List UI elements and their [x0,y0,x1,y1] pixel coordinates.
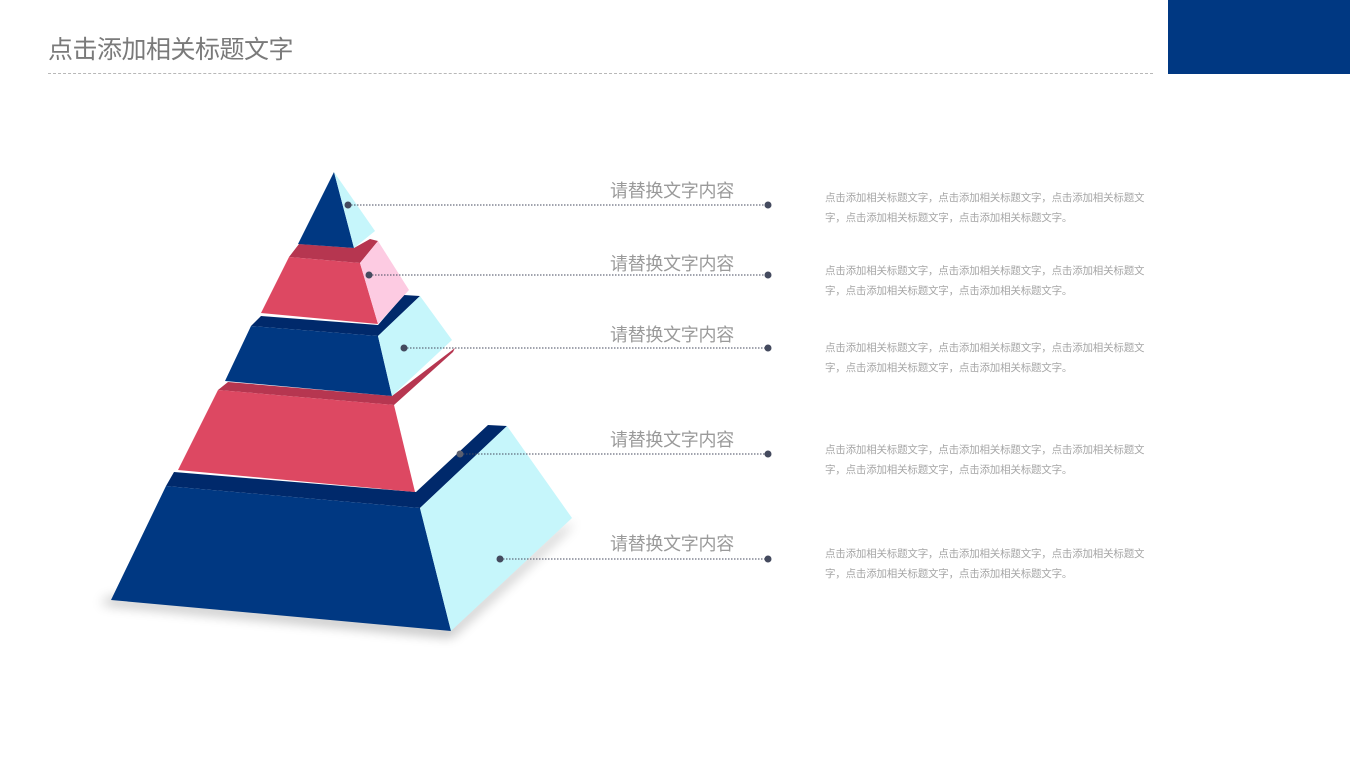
corner-accent-block [1168,0,1350,74]
layer-3-front-face [225,326,392,396]
connector-3-start-dot [400,344,408,352]
layer-3-side-face [378,296,452,396]
row-3-description[interactable]: 点击添加相关标题文字，点击添加相关标题文字，点击添加相关标题文字，点击添加相关标… [825,342,1145,374]
connector-4-start-dot [456,450,464,458]
connector-5-start-dot [496,555,504,563]
row-1-description[interactable]: 点击添加相关标题文字，点击添加相关标题文字，点击添加相关标题文字，点击添加相关标… [825,192,1145,224]
row-4-label[interactable]: 请替换文字内容 [610,430,734,451]
connector-1-end-dot [764,201,772,209]
connector-1 [344,201,772,209]
connector-3 [400,344,772,352]
connector-4-end-dot [764,450,772,458]
row-5-description[interactable]: 点击添加相关标题文字，点击添加相关标题文字，点击添加相关标题文字，点击添加相关标… [825,548,1145,580]
connector-2-start-dot [365,271,373,279]
connector-4 [456,450,772,458]
pyramid-layer-3[interactable] [225,295,452,396]
connector-2 [365,271,772,279]
pyramid-layer-5[interactable] [111,425,572,631]
layer-1-side-face [334,172,375,248]
layer-3-top-band [251,295,420,336]
connector-5-end-dot [764,555,772,563]
layer-2-side-face [360,241,409,324]
row-2-description[interactable]: 点击添加相关标题文字，点击添加相关标题文字，点击添加相关标题文字，点击添加相关标… [825,265,1145,297]
pyramid-layer-1[interactable] [298,172,375,248]
row-3-label[interactable]: 请替换文字内容 [610,325,734,346]
connector-3-end-dot [764,344,772,352]
layer-2-top-band [289,239,378,263]
connector-1-start-dot [344,201,352,209]
row-1-label[interactable]: 请替换文字内容 [610,181,734,202]
pyramid-layer-4[interactable] [178,348,455,492]
row-2-label[interactable]: 请替换文字内容 [610,254,734,275]
layer-2-front-face [261,257,378,324]
connector-2-end-dot [764,271,772,279]
slide-title[interactable]: 点击添加相关标题文字 [48,35,294,64]
layer-4-top-band [218,348,455,405]
layer-1-front-face [298,172,354,248]
connector-5 [496,555,772,563]
layer-5-side-face [420,426,572,631]
layer-5-front-face [111,486,451,631]
layer-4-front-face [178,390,415,492]
pyramid-layer-2[interactable] [261,239,409,324]
layer-5-top-band [166,425,507,508]
title-divider [48,73,1153,74]
row-4-description[interactable]: 点击添加相关标题文字，点击添加相关标题文字，点击添加相关标题文字，点击添加相关标… [825,444,1145,476]
row-5-label[interactable]: 请替换文字内容 [610,534,734,555]
